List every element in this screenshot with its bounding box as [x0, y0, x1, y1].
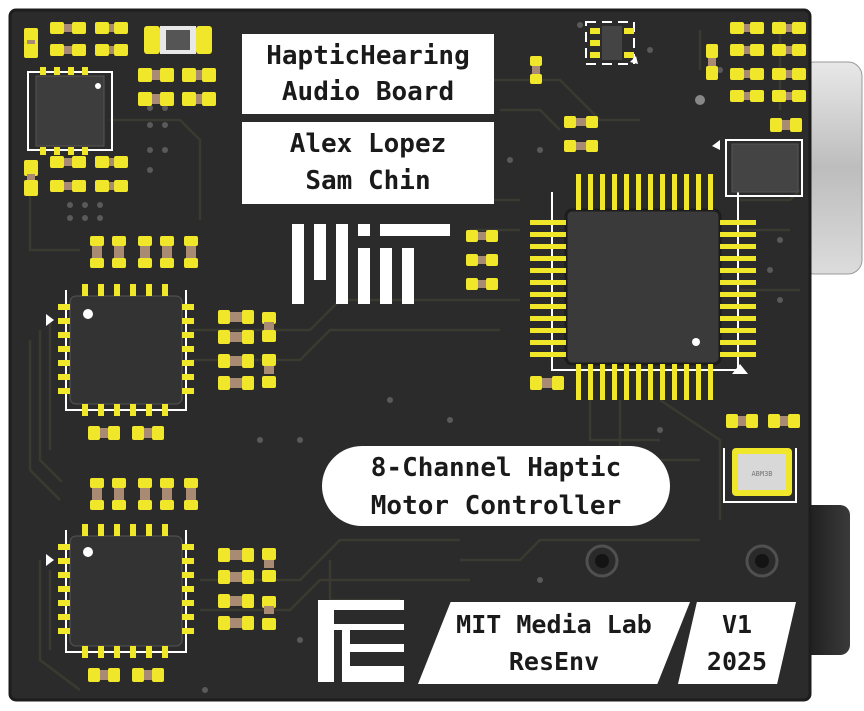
subtitle-line-1: 8-Channel Haptic [370, 453, 622, 483]
media-lab-logo [318, 600, 404, 682]
qfp-pin [720, 316, 756, 321]
mounting-holes [585, 544, 779, 578]
qfp-pin [576, 364, 581, 400]
author-2: Sam Chin [305, 166, 431, 196]
qfp-pin [720, 328, 756, 333]
qfp-pin [530, 280, 566, 285]
qfp-pin [636, 174, 641, 210]
subtitle-pill: 8-Channel Haptic Motor Controller [322, 446, 670, 526]
qfp-pin [720, 256, 756, 261]
board-title-label: HapticHearing Audio Board [242, 34, 494, 114]
qfp-pin [576, 174, 581, 210]
qfp-pin [530, 292, 566, 297]
authors-label: Alex Lopez Sam Chin [242, 122, 494, 204]
board-outline [8, 8, 812, 702]
qfp-pin [672, 174, 677, 210]
qfp-pin [696, 364, 701, 400]
qfp-pin [588, 174, 593, 210]
qfp-pin [530, 352, 566, 357]
subtitle-line-2: Motor Controller [370, 491, 622, 521]
ic-right-small [712, 139, 803, 197]
qfp-pin [600, 174, 605, 210]
lab-label: MIT Media Lab ResEnv [418, 602, 690, 684]
crystal-marking: ABM3B [751, 470, 772, 478]
qfp-pin [720, 352, 756, 357]
ic-top-left [27, 67, 113, 155]
qfp-pin [648, 364, 653, 400]
qfp-pin [612, 364, 617, 400]
mit-logo [292, 224, 450, 304]
voltage-regulator [585, 21, 638, 65]
passives-mcu [466, 56, 802, 428]
qfp-pin [708, 174, 713, 210]
version-label: V1 2025 [678, 602, 796, 684]
qfp-pin [624, 174, 629, 210]
qfp-pin [684, 364, 689, 400]
qfp-pin [720, 340, 756, 345]
qfp-pin [530, 244, 566, 249]
qfp-pin [660, 174, 665, 210]
qfp-pin [720, 220, 756, 225]
qfp-pin [648, 174, 653, 210]
qfp-pin [588, 364, 593, 400]
qfp-pin [720, 232, 756, 237]
qfp-pin [530, 256, 566, 261]
qfp-pin [696, 174, 701, 210]
motor-driver-ic-2 [46, 524, 194, 658]
qfp-pin [530, 340, 566, 345]
passives-top-right [706, 22, 806, 102]
qfp-pin [636, 364, 641, 400]
qfp-pin [660, 364, 665, 400]
qfp-pin [720, 292, 756, 297]
board-title-line-2: Audio Board [281, 77, 455, 107]
passives-top-left [24, 22, 216, 196]
qfp-pin [530, 220, 566, 225]
qfp-pin [684, 174, 689, 210]
qfp-pin [672, 364, 677, 400]
microcontroller-qfp [530, 174, 756, 400]
passives-drivers [88, 236, 276, 682]
qfp-pin [720, 268, 756, 273]
qfp-pin [600, 364, 605, 400]
qfp-pin [530, 268, 566, 273]
lab-name: MIT Media Lab [456, 610, 652, 639]
qfp-pin [530, 316, 566, 321]
year: 2025 [706, 647, 768, 676]
qfp-pin [720, 280, 756, 285]
qfp-pin [708, 364, 713, 400]
qfp-pin [612, 174, 617, 210]
crystal-oscillator: ABM3B [723, 448, 797, 503]
vias [67, 22, 783, 693]
board-title-line-1: HapticHearing [266, 41, 470, 71]
group-name: ResEnv [508, 647, 600, 676]
qfp-pin [530, 304, 566, 309]
version: V1 [721, 610, 753, 639]
motor-driver-ic-1 [46, 284, 194, 416]
qfp-pin [720, 244, 756, 249]
audio-jack [800, 505, 850, 655]
qfp-pin [530, 328, 566, 333]
author-1: Alex Lopez [289, 129, 447, 159]
qfp-pin [530, 232, 566, 237]
qfp-pin [720, 304, 756, 309]
qfp-pin [624, 364, 629, 400]
